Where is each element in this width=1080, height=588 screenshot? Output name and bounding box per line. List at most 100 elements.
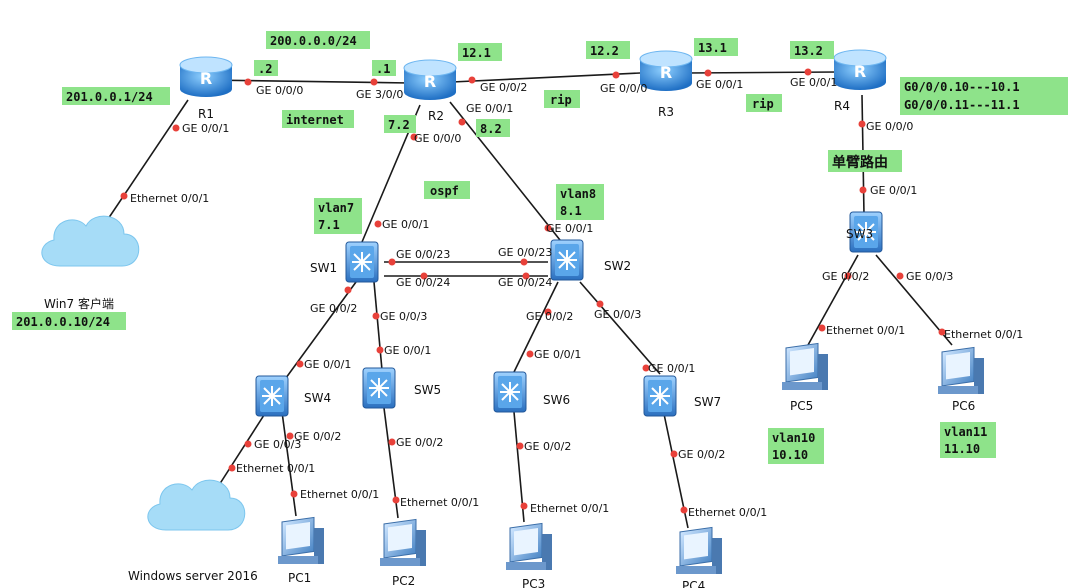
port-dot (392, 496, 400, 504)
port-dot (370, 78, 378, 86)
device-label-r3: R3 (658, 105, 674, 119)
note-router-on-stick: 单臂路由 (832, 154, 888, 171)
note-vlan10: vlan10 (772, 431, 815, 445)
port-label: GE 0/0/2 (678, 448, 725, 461)
device-label-sw1: SW1 (310, 261, 337, 275)
switch-icon-sw7[interactable] (643, 375, 677, 417)
address-notes: 200.0.0.0/24 .2 .1 201.0.0.1/24 internet… (12, 31, 1068, 464)
device-label-pc2: PC2 (392, 574, 415, 588)
note-ospf: ospf (430, 184, 459, 198)
port-dot (544, 224, 552, 232)
link-sw2-sw6 (513, 281, 559, 373)
port-label: GE 0/0/1 (382, 218, 429, 231)
port-dot (670, 450, 678, 458)
pc-icon-pc6[interactable] (937, 346, 985, 395)
cloud-icon-win7[interactable] (41, 215, 140, 267)
port-label: GE 0/0/3 (594, 308, 641, 321)
note-vlan8: vlan8 (560, 187, 596, 201)
device-label-pc5: PC5 (790, 399, 813, 413)
router-icon-r4[interactable] (833, 49, 887, 91)
switch-icon-sw4[interactable] (255, 375, 289, 417)
port-dot (896, 272, 904, 280)
port-dot (388, 258, 396, 266)
note-vlan8-ip: 8.1 (560, 204, 582, 218)
cloud-icon-winserver[interactable] (147, 479, 246, 531)
port-label: Ethernet 0/0/1 (826, 324, 905, 337)
port-dot (410, 133, 418, 141)
port-label: GE 0/0/1 (790, 76, 837, 89)
port-dot (704, 69, 712, 77)
port-label: GE 0/0/24 (498, 276, 552, 289)
port-label: Ethernet 0/0/1 (944, 328, 1023, 341)
device-label-winserver: Windows server 2016 (128, 569, 258, 583)
device-label-r1: R1 (198, 107, 214, 121)
port-dot (520, 502, 528, 510)
switch-icon-sw1[interactable] (345, 241, 379, 283)
switch-icon-sw6[interactable] (493, 371, 527, 413)
note-vlan7: vlan7 (318, 201, 354, 215)
port-label: GE 0/0/2 (524, 440, 571, 453)
port-label: Ethernet 0/0/1 (130, 192, 209, 205)
port-dot (516, 442, 524, 450)
device-label-pc6: PC6 (952, 399, 975, 413)
device-label-sw2: SW2 (604, 259, 631, 273)
note-r3-13-1: 13.1 (698, 41, 727, 55)
link-sw1-sw5 (373, 281, 383, 371)
device-label-sw6: SW6 (543, 393, 570, 407)
switch-icon-sw2[interactable] (550, 239, 584, 281)
links (103, 71, 953, 529)
note-net-200: 200.0.0.0/24 (270, 34, 357, 48)
port-dot (520, 258, 528, 266)
port-label: GE 0/0/2 (480, 81, 527, 94)
switch-icon-sw5[interactable] (362, 367, 396, 409)
note-rip-a: rip (550, 93, 572, 107)
router-icon-r3[interactable] (639, 50, 693, 92)
port-dot (844, 272, 852, 280)
port-label: GE 0/0/1 (304, 358, 351, 371)
pc-icon-pc1[interactable] (277, 516, 325, 565)
port-dot (522, 272, 530, 280)
port-dot (420, 272, 428, 280)
pc-icon-pc2[interactable] (379, 518, 427, 567)
port-label: GE 0/0/2 (526, 310, 573, 323)
note-r2-7-2: 7.2 (388, 118, 410, 132)
port-label: GE 0/0/1 (384, 344, 431, 357)
device-label-win7: Win7 客户端 (44, 296, 114, 311)
port-label: Ethernet 0/0/1 (400, 496, 479, 509)
device-label-sw5: SW5 (414, 383, 441, 397)
link-sw4-winserver (211, 411, 267, 497)
link-r2-r3 (451, 72, 641, 83)
link-sw4-pc1 (281, 411, 297, 517)
router-icon-r2[interactable] (403, 59, 457, 101)
router-icon-r1[interactable] (179, 56, 233, 98)
note-win7-addr: 201.0.0.10/24 (16, 315, 110, 329)
note-dot1: .1 (376, 62, 390, 76)
note-r2-8-2: 8.2 (480, 122, 502, 136)
port-label: GE 0/0/2 (822, 270, 869, 283)
port-dot (244, 440, 252, 448)
port-label: GE 0/0/23 (396, 248, 450, 261)
port-label: GE 0/0/2 (310, 302, 357, 315)
note-rip-b: rip (752, 97, 774, 111)
port-label: GE 0/0/2 (294, 430, 341, 443)
port-label: GE 0/0/3 (380, 310, 427, 323)
port-label: GE 0/0/1 (534, 348, 581, 361)
link-sw2-sw7 (579, 281, 661, 375)
port-dot (388, 438, 396, 446)
port-dots (120, 68, 946, 514)
pc-icon-pc3[interactable] (505, 522, 553, 571)
port-label: GE 0/0/1 (648, 362, 695, 375)
device-label-sw7: SW7 (694, 395, 721, 409)
pc-icon-pc4[interactable] (675, 526, 723, 575)
device-label-pc1: PC1 (288, 571, 311, 585)
note-vlan11: vlan11 (944, 425, 987, 439)
port-dot (286, 432, 294, 440)
pc-icon-pc5[interactable] (781, 342, 829, 391)
port-dot (290, 490, 298, 498)
note-r4-13-2: 13.2 (794, 44, 823, 58)
note-internet: internet (286, 113, 344, 127)
port-label: GE 0/0/2 (396, 436, 443, 449)
port-dot (642, 364, 650, 372)
port-label: GE 0/0/3 (254, 438, 301, 451)
